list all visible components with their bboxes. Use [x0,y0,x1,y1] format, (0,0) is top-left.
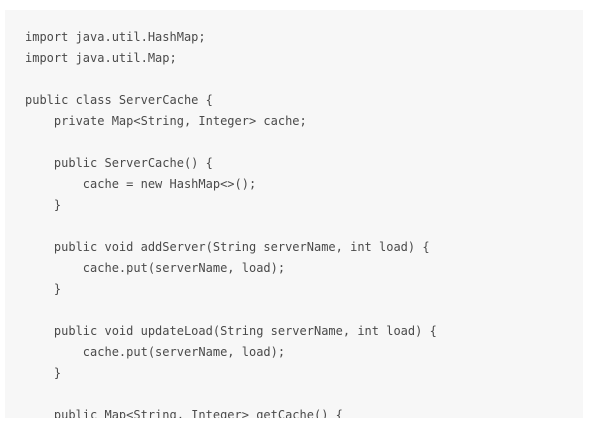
code-line: } [25,282,62,296]
code-line: private Map<String, Integer> cache; [25,114,307,128]
code-line: public void updateLoad(String serverName… [25,324,437,338]
code-line: } [25,198,62,212]
code-line [25,216,437,237]
code-line: public class ServerCache { [25,93,213,107]
code-line: cache.put(serverName, load); [25,261,286,275]
code-line: public Map<String, Integer> getCache() { [25,408,343,418]
code-line [25,132,437,153]
code-line: public ServerCache() { [25,156,213,170]
code-line: import java.util.HashMap; [25,30,206,44]
code-line: cache = new HashMap<>(); [25,177,257,191]
java-code-block[interactable]: import java.util.HashMap; import java.uti… [25,27,437,418]
code-line: import java.util.Map; [25,51,177,65]
code-line [25,300,437,321]
code-line: cache.put(serverName, load); [25,345,286,359]
code-line: } [25,366,62,380]
code-line: public void addServer(String serverName,… [25,240,430,254]
code-panel: import java.util.HashMap; import java.uti… [5,10,583,418]
code-line [25,384,437,405]
code-line [25,69,437,90]
